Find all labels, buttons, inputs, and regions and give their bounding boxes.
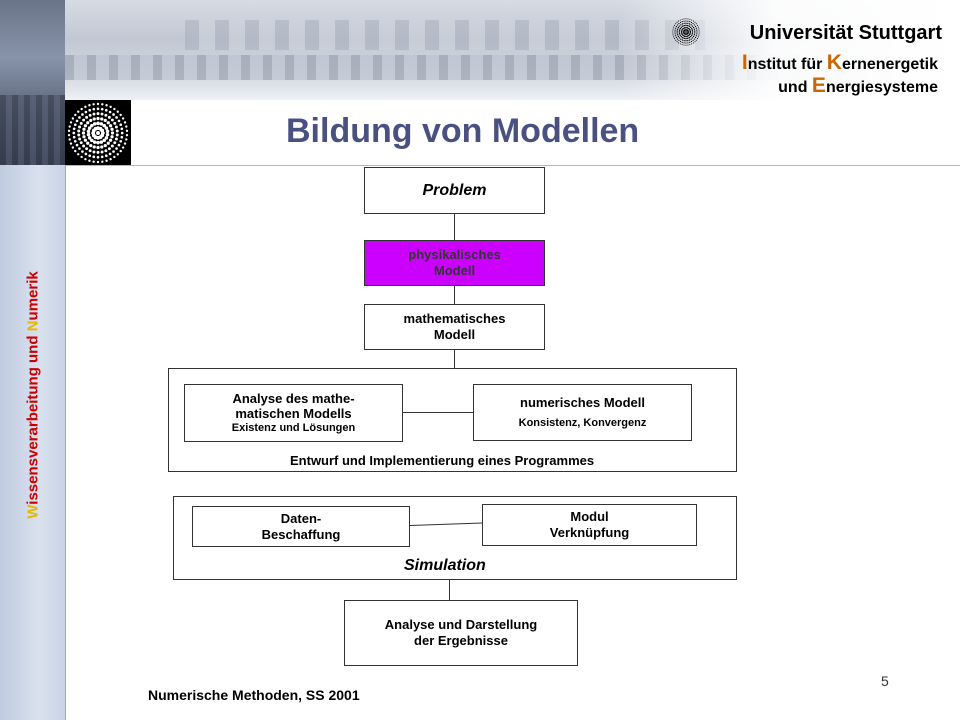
connector-analysis-numerical: [403, 412, 474, 413]
results-line1: Analyse und Darstellung: [384, 617, 538, 633]
institute-line-1: Institut für Kernenergetik: [742, 51, 938, 75]
institute-initial-k: K: [826, 51, 842, 74]
physical-model-box: physikalisches Modell: [364, 240, 545, 286]
data-acquisition-line2: Beschaffung: [261, 526, 341, 542]
analysis-math-line2: matischen Modells: [235, 406, 352, 422]
data-acquisition-box: Daten- Beschaffung: [192, 506, 410, 547]
banner-fade: [620, 0, 960, 100]
data-acquisition-line1: Daten-: [280, 510, 322, 526]
physical-model-line2: Modell: [433, 263, 476, 278]
analysis-math-line1: Analyse des mathe-: [232, 390, 355, 406]
problem-label: Problem: [422, 181, 487, 199]
connector-simulation-results: [449, 580, 450, 600]
program-frame-label: Entwurf und Implementierung eines Progra…: [290, 453, 595, 468]
banner-texture-upper: [185, 20, 705, 50]
institute-line-2: und Energiesysteme: [778, 74, 938, 98]
simulation-label: Simulation: [404, 557, 486, 574]
sun-logo-small-icon: [672, 18, 700, 46]
slide-footer: Numerische Methoden, SS 2001: [148, 687, 360, 703]
problem-box: Problem: [364, 167, 545, 214]
university-logo: [65, 100, 131, 166]
numerical-model-box: numerisches Modell Konsistenz, Konvergen…: [473, 384, 692, 441]
math-model-line2: Modell: [433, 327, 476, 342]
analysis-math-line3: Existenz und Lösungen: [231, 422, 356, 434]
numerical-model-line2: Konsistenz, Konvergenz: [518, 417, 647, 430]
numerical-model-line1: numerisches Modell: [520, 394, 645, 410]
module-linking-line1: Modul: [570, 509, 609, 525]
institute-text-4: nergiesysteme: [825, 79, 938, 96]
institute-initial-e: E: [811, 74, 826, 97]
connector-math-program: [454, 350, 455, 368]
sun-logo-icon: [65, 100, 131, 166]
results-box: Analyse und Darstellung der Ergebnisse: [344, 600, 578, 666]
physical-model-line1: physikalisches: [408, 247, 501, 263]
auditorium-photo: [0, 0, 65, 165]
header-banner-photo: [65, 0, 960, 100]
math-model-box: mathematisches Modell: [364, 304, 545, 350]
math-model-line1: mathematisches: [403, 311, 506, 327]
results-line2: der Ergebnisse: [414, 633, 508, 648]
simulation-frame: [173, 496, 737, 580]
connector-problem-physical: [454, 213, 455, 241]
slide-title: Bildung von Modellen: [286, 112, 640, 150]
module-linking-line2: Verknüpfung: [549, 525, 630, 540]
analysis-math-box: Analyse des mathe- matischen Modells Exi…: [184, 384, 403, 442]
institute-text-1: nstitut für: [747, 56, 827, 73]
connector-physical-math: [454, 285, 455, 304]
module-linking-box: Modul Verknüpfung: [482, 504, 697, 546]
title-divider: [65, 165, 960, 166]
institute-initial-i: I: [741, 51, 748, 74]
institute-text-3: und: [778, 79, 812, 96]
program-frame: [168, 368, 737, 472]
institute-text-2: ernenergetik: [841, 56, 938, 73]
page-number: 5: [881, 673, 889, 689]
university-name: Universität Stuttgart: [749, 22, 942, 44]
